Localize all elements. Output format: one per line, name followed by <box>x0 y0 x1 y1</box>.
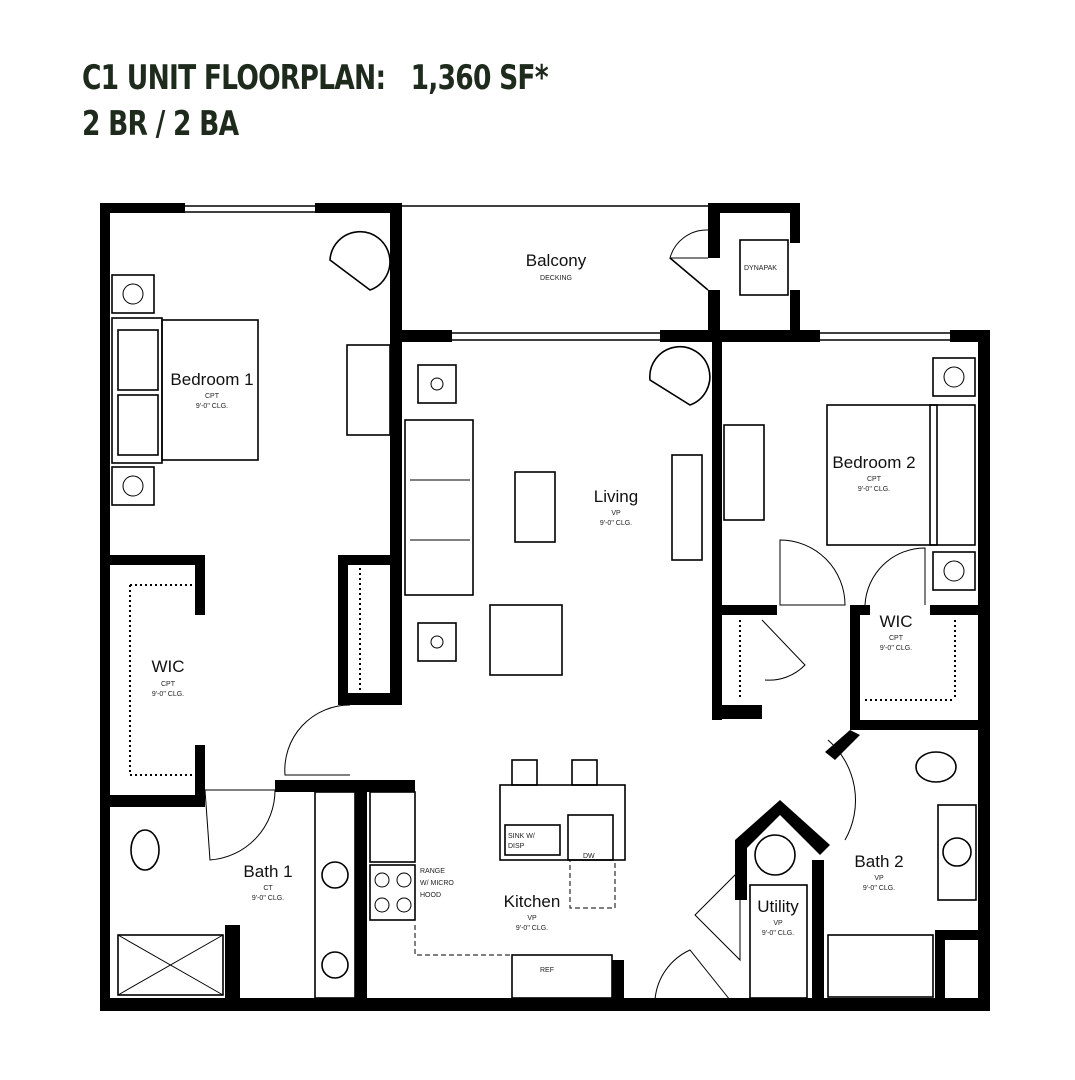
svg-text:W/ MICRO: W/ MICRO <box>420 880 454 887</box>
appliance-labels: RANGE W/ MICRO HOOD REF SINK W/ DISP DW <box>420 833 595 974</box>
room-bath2: Bath 2 VP 9'-0" CLG. <box>854 852 903 892</box>
svg-text:9'-0" CLG.: 9'-0" CLG. <box>858 486 890 493</box>
svg-text:9'-0" CLG.: 9'-0" CLG. <box>600 520 632 527</box>
svg-text:WIC: WIC <box>879 612 912 631</box>
svg-text:CPT: CPT <box>205 393 220 400</box>
room-bedroom1: Bedroom 1 CPT 9'-0" CLG. <box>170 370 253 410</box>
svg-text:9'-0" CLG.: 9'-0" CLG. <box>252 895 284 902</box>
svg-text:9'-0" CLG.: 9'-0" CLG. <box>152 691 184 698</box>
svg-text:VP: VP <box>527 915 537 922</box>
svg-text:CT: CT <box>263 885 273 892</box>
room-wic1: WIC CPT 9'-0" CLG. <box>151 657 184 698</box>
sink-label: SINK W/ <box>508 833 535 840</box>
room-bedroom2: Bedroom 2 CPT 9'-0" CLG. <box>832 453 915 493</box>
svg-text:Bedroom 2: Bedroom 2 <box>832 453 915 472</box>
svg-text:9'-0" CLG.: 9'-0" CLG. <box>863 885 895 892</box>
svg-text:DECKING: DECKING <box>540 275 572 282</box>
svg-text:Bedroom 1: Bedroom 1 <box>170 370 253 389</box>
dishwasher-label: DW <box>583 853 595 860</box>
svg-text:DISP: DISP <box>508 843 525 850</box>
svg-text:VP: VP <box>773 920 783 927</box>
svg-text:Bath 2: Bath 2 <box>854 852 903 871</box>
svg-text:Bath 1: Bath 1 <box>243 862 292 881</box>
plan-title: C1 UNIT FLOORPLAN: 1,360 SF* <box>82 58 549 98</box>
range-label: RANGE <box>420 868 445 875</box>
room-wic2: WIC CPT 9'-0" CLG. <box>879 612 912 652</box>
dynapak-box: DYNAPAK <box>739 239 789 296</box>
svg-text:9'-0" CLG.: 9'-0" CLG. <box>516 925 548 932</box>
svg-text:Living: Living <box>594 487 638 506</box>
svg-text:Balcony: Balcony <box>526 251 587 270</box>
dynapak-label: DYNAPAK <box>744 265 777 272</box>
svg-text:Utility: Utility <box>757 897 799 916</box>
svg-text:WIC: WIC <box>151 657 184 676</box>
svg-text:CPT: CPT <box>889 635 904 642</box>
svg-text:CPT: CPT <box>867 476 882 483</box>
svg-text:9'-0" CLG.: 9'-0" CLG. <box>880 645 912 652</box>
svg-text:VP: VP <box>611 510 621 517</box>
svg-text:CPT: CPT <box>161 681 176 688</box>
svg-text:Kitchen: Kitchen <box>504 892 561 911</box>
walls <box>100 203 990 1011</box>
ref-label: REF <box>540 967 554 974</box>
svg-text:9'-0" CLG.: 9'-0" CLG. <box>196 403 228 410</box>
room-bath1: Bath 1 CT 9'-0" CLG. <box>243 862 292 902</box>
svg-text:HOOD: HOOD <box>420 892 441 899</box>
windows-doors <box>185 205 950 1001</box>
svg-text:VP: VP <box>874 875 884 882</box>
furniture <box>111 230 977 999</box>
plan-subtitle: 2 BR / 2 BA <box>82 104 239 144</box>
svg-text:9'-0" CLG.: 9'-0" CLG. <box>762 930 794 937</box>
